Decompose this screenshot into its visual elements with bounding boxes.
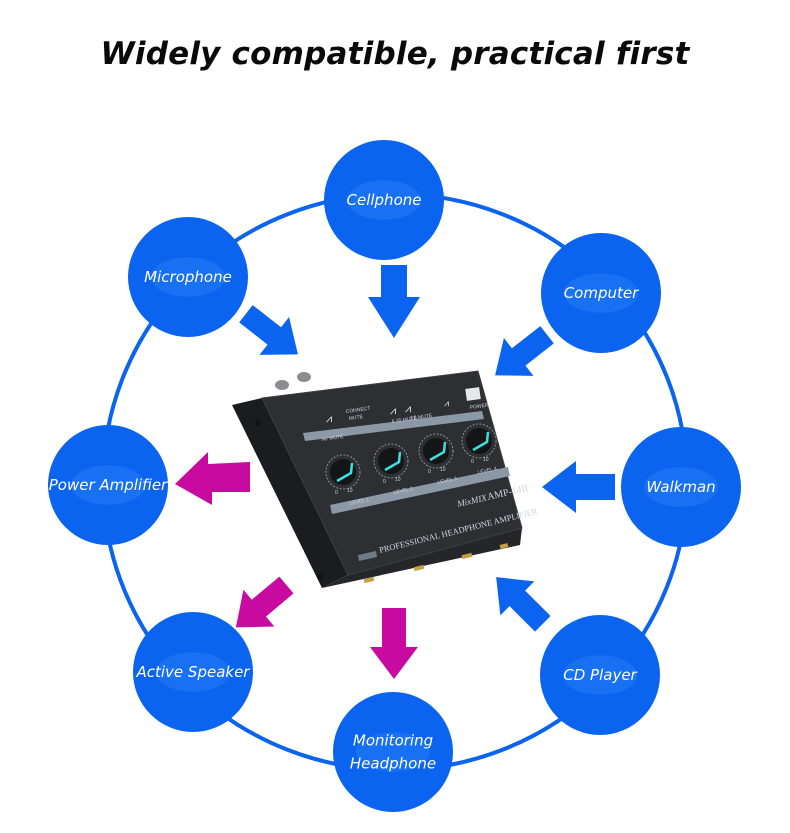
knob-body	[378, 448, 404, 474]
node-label: Monitoring	[353, 732, 433, 750]
node-label: Headphone	[350, 755, 436, 773]
output-arrow-monitoring-headphone	[370, 608, 418, 679]
device-front-face	[322, 528, 522, 588]
node-highlight	[643, 467, 719, 507]
knob-scale	[418, 433, 454, 469]
knob-body	[423, 438, 449, 464]
output-arrow-active-speaker	[235, 576, 294, 628]
arrows-group	[175, 265, 615, 679]
front-jack	[363, 576, 375, 584]
knob-min-label: 0	[335, 490, 338, 496]
knob-level-label: LEVEL 2	[393, 486, 414, 496]
label-strip-top	[303, 411, 484, 441]
knob-indicator	[384, 451, 402, 472]
knob-max-label: 10	[483, 457, 489, 463]
side-jack	[317, 574, 323, 580]
node-highlight	[150, 257, 226, 297]
rear-jack	[297, 372, 311, 382]
knob-indicator	[336, 462, 354, 483]
node-cd-player: CD Player	[540, 615, 660, 735]
node-computer: Computer	[541, 233, 661, 353]
node-highlight	[355, 732, 431, 772]
node-label: Active Speaker	[136, 663, 251, 681]
node-highlight	[346, 180, 422, 220]
mute-label: MUTE	[348, 414, 364, 422]
node-highlight	[70, 465, 146, 505]
front-jack	[499, 543, 509, 549]
node-cellphone: Cellphone	[324, 140, 444, 260]
label-strip-footer	[358, 551, 377, 561]
knob-min-label: 0	[428, 469, 431, 475]
knob-scale	[373, 443, 409, 479]
node-label: CD Player	[563, 666, 637, 684]
mute-35-label: 3.5 MUTE	[409, 413, 433, 422]
power-label: POWER	[469, 402, 489, 411]
mute-switch-icon: ⩘	[405, 402, 411, 415]
node-power-amplifier: Power Amplifier	[48, 425, 168, 545]
node-label: Cellphone	[347, 191, 422, 209]
knob-min-label: 0	[383, 479, 386, 485]
label-strip-bottom	[330, 467, 510, 514]
knob-body	[466, 428, 492, 454]
power-button	[465, 387, 481, 401]
connect-label: CONNECT	[345, 406, 370, 415]
side-jack	[255, 420, 261, 426]
node-label: Walkman	[646, 478, 715, 496]
device-side	[232, 398, 348, 588]
node-label: Computer	[564, 284, 639, 302]
knob-indicator	[429, 441, 447, 462]
input-arrow-cellphone	[368, 265, 420, 338]
front-jack	[461, 552, 473, 560]
node-highlight	[155, 652, 231, 692]
node-label: Microphone	[144, 268, 232, 286]
knob-scale	[461, 423, 497, 459]
knob-level-label: LEVEL 3	[437, 476, 458, 486]
input-arrow-microphone	[239, 305, 298, 355]
front-jack	[413, 564, 425, 572]
node-highlight	[562, 655, 638, 695]
knob-indicator	[472, 431, 490, 452]
knob-level-label: LEVEL 4	[477, 466, 498, 476]
knob-level-label: LEVEL 1	[349, 497, 370, 507]
output-arrow-power-amplifier	[175, 452, 250, 505]
node-microphone: Microphone	[128, 217, 248, 337]
mute-switch-icon: ⩘	[444, 399, 449, 409]
node-highlight	[563, 273, 639, 313]
input-arrow-computer	[495, 326, 554, 376]
node-walkman: Walkman	[621, 427, 741, 547]
knob-max-label: 10	[440, 467, 446, 473]
knob-body	[330, 459, 356, 485]
rear-jack	[275, 380, 289, 390]
mute-switch-icon: ⩘	[390, 404, 396, 417]
knob-min-label: 0	[471, 459, 474, 465]
knob-max-label: 10	[347, 488, 353, 494]
knob-scale	[325, 454, 361, 490]
headphone-amplifier-device: ⩘ ⩘ ⩘ ⩘ CONNECT MUTE AV MUTE 6.35 MUTE 3…	[232, 370, 539, 588]
mute-635-label: 6.35 MUTE	[391, 415, 418, 425]
page-title: Widely compatible, practical first	[100, 36, 690, 72]
input-arrow-cd-player	[496, 577, 551, 632]
input-arrow-walkman	[542, 461, 615, 513]
av-mute-label: AV MUTE	[321, 434, 344, 443]
node-label: Power Amplifier	[49, 476, 168, 494]
mute-switch-icon: ⩘	[326, 412, 332, 425]
node-active-speaker: Active Speaker	[133, 612, 253, 732]
knob-max-label: 10	[395, 477, 401, 483]
